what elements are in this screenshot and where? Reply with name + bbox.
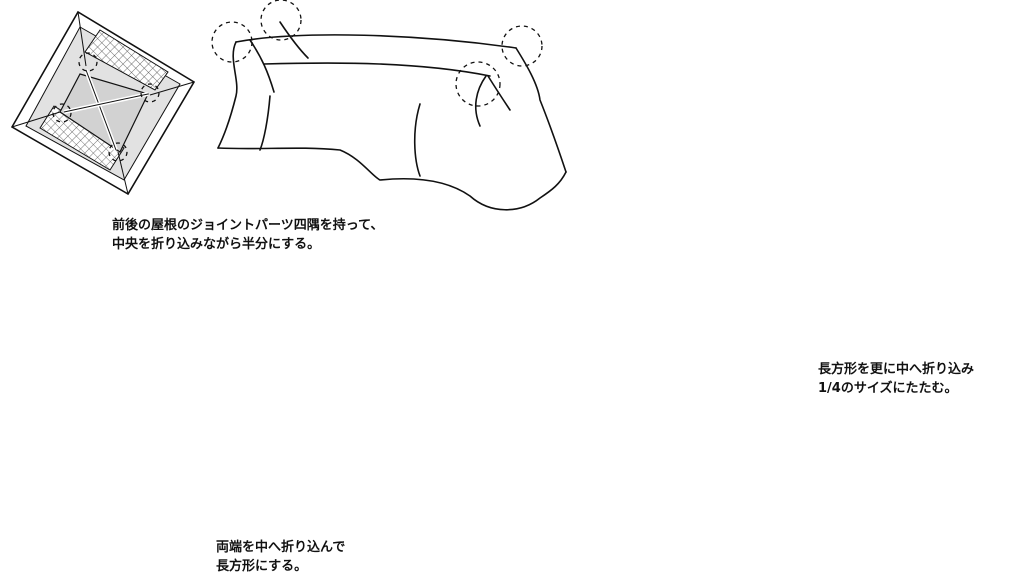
step2-line1: 両端を中へ折り込んで xyxy=(216,540,346,555)
step3-line2: 1/4のサイズにたたむ。 xyxy=(818,381,958,396)
cloth-held-by-corners xyxy=(211,0,567,211)
step2-line2: 長方形にする。 xyxy=(216,559,308,574)
step3-instruction: 長方形を更に中へ折り込み 1/4のサイズにたたむ。 xyxy=(818,360,974,398)
step1-line1: 前後の屋根のジョイントパーツ四隅を持って、 xyxy=(112,218,384,233)
step3-line1: 長方形を更に中へ折り込み xyxy=(818,362,975,377)
step1-instruction: 前後の屋根のジョイントパーツ四隅を持って、 中央を折り込みながら半分にする。 xyxy=(112,216,383,254)
step1-line2: 中央を折り込みながら半分にする。 xyxy=(112,237,321,252)
roof-top-view xyxy=(10,10,196,196)
step2-instruction: 両端を中へ折り込んで 長方形にする。 xyxy=(216,538,345,576)
